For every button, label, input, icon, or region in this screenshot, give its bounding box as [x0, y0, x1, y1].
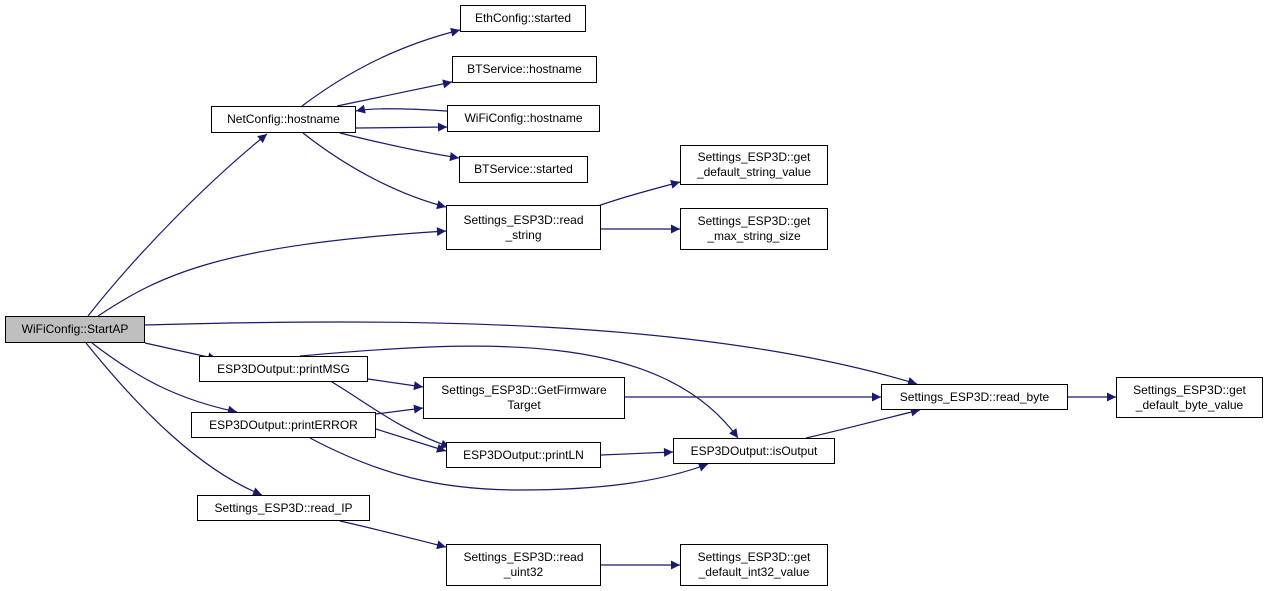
node-settings-get-max-string-size[interactable]: Settings_ESP3D::get _max_string_size	[680, 208, 828, 250]
node-settings-getfirmwaretarget[interactable]: Settings_ESP3D::GetFirmware Target	[423, 377, 625, 419]
edge-print-error-to-get-firmware-target	[375, 404, 424, 415]
edge-is-output-to-read-byte	[805, 407, 921, 439]
edge-read-string-to-get-default-string	[594, 179, 681, 208]
node-esp3doutput-printerror[interactable]: ESP3DOutput::printERROR	[191, 412, 376, 438]
edge-wifi-hostname-to-net-hostname	[355, 104, 448, 114]
node-wificonfig-startap[interactable]: WiFiConfig::StartAP	[5, 316, 145, 343]
node-esp3doutput-isoutput[interactable]: ESP3DOutput::isOutput	[673, 438, 835, 464]
node-esp3doutput-printmsg[interactable]: ESP3DOutput::printMSG	[199, 356, 368, 382]
node-btservice-hostname[interactable]: BTService::hostname	[452, 56, 597, 83]
edge-print-msg-to-is-output	[299, 345, 739, 439]
edge-start-ap-to-read-byte	[144, 321, 918, 386]
node-settings-read-string[interactable]: Settings_ESP3D::read _string	[446, 205, 601, 250]
edge-start-ap-to-read-ip	[85, 342, 263, 496]
edge-print-ln-to-is-output	[600, 447, 674, 457]
edge-net-hostname-to-bt-started	[339, 132, 460, 162]
node-settings-get-default-string-value[interactable]: Settings_ESP3D::get _default_string_valu…	[680, 145, 828, 185]
node-settings-read-uint32[interactable]: Settings_ESP3D::read _uint32	[446, 544, 601, 586]
node-netconfig-hostname[interactable]: NetConfig::hostname	[211, 106, 356, 133]
edge-read-ip-to-read-uint32	[339, 520, 447, 550]
node-esp3doutput-println[interactable]: ESP3DOutput::printLN	[446, 442, 601, 468]
edge-print-msg-to-get-firmware-target	[367, 378, 424, 391]
edge-net-hostname-to-eth-started	[301, 27, 461, 107]
node-settings-read-ip[interactable]: Settings_ESP3D::read_IP	[197, 495, 370, 521]
node-settings-get-default-byte-value[interactable]: Settings_ESP3D::get _default_byte_value	[1116, 377, 1263, 418]
edge-start-ap-to-print-error	[91, 342, 238, 415]
edge-start-ap-to-read-string	[97, 227, 447, 317]
node-btservice-started[interactable]: BTService::started	[459, 156, 588, 183]
edge-print-msg-to-print-ln	[331, 381, 451, 449]
edge-net-hostname-to-bt-hostname	[336, 79, 453, 107]
edge-net-hostname-to-read-string	[302, 132, 447, 210]
node-settings-read-byte[interactable]: Settings_ESP3D::read_byte	[881, 384, 1068, 410]
edge-start-ap-to-net-hostname	[87, 133, 268, 317]
edge-net-hostname-to-wifi-hostname	[355, 122, 448, 132]
edge-print-error-to-print-ln	[375, 428, 447, 453]
node-wificonfig-hostname[interactable]: WiFiConfig::hostname	[447, 105, 600, 132]
edge-print-error-to-is-output	[309, 437, 709, 491]
node-settings-get-default-int32-value[interactable]: Settings_ESP3D::get _default_int32_value	[680, 544, 828, 586]
node-ethconfig-started[interactable]: EthConfig::started	[460, 5, 586, 32]
